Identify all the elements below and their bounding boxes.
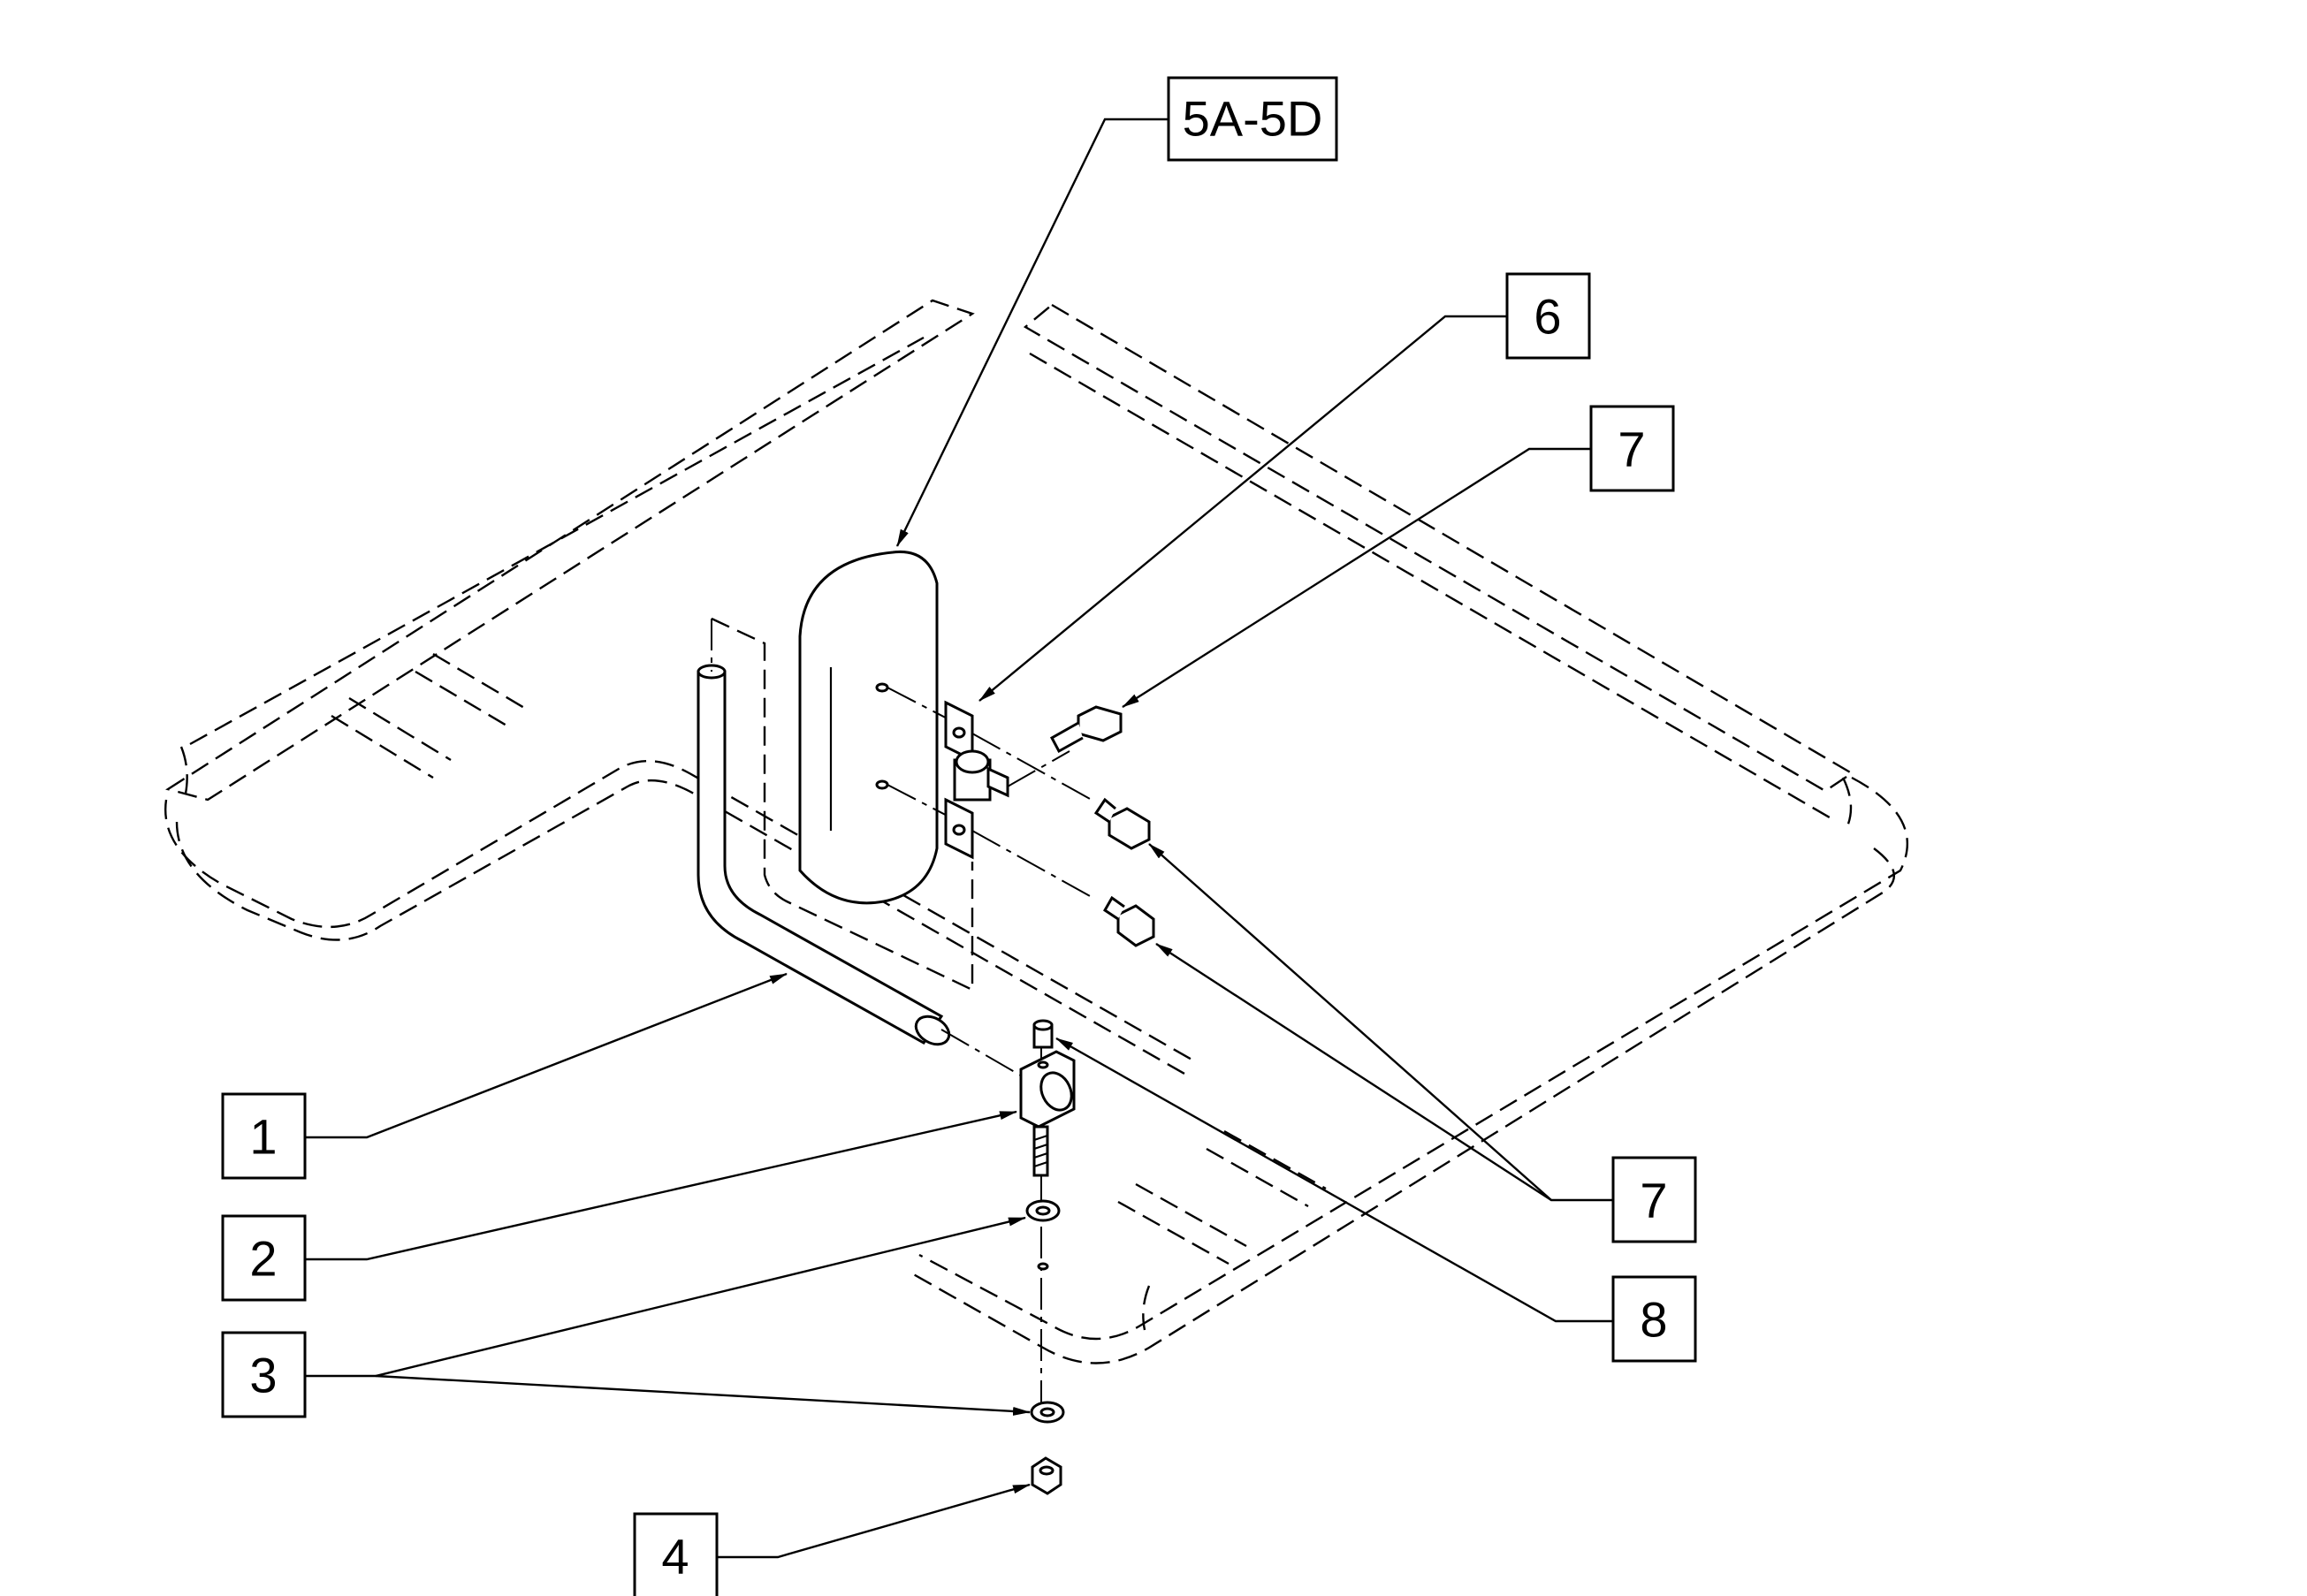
- callout-3: 3: [221, 1331, 307, 1418]
- washer-part-lower: [1030, 1401, 1065, 1424]
- set-screw-part: [1032, 1019, 1054, 1049]
- callout-7-lower: 7: [1611, 1156, 1697, 1243]
- callout-4: 4: [633, 1512, 719, 1596]
- callout-5a-5d: 5A-5D: [1167, 76, 1338, 162]
- callout-6-label: 6: [1534, 289, 1561, 345]
- callout-7-upper: 7: [1589, 405, 1675, 492]
- washer-part-upper: [1025, 1199, 1061, 1271]
- callout-7-upper-label: 7: [1618, 422, 1645, 477]
- callout-1-label: 1: [249, 1109, 277, 1165]
- callout-1: 1: [221, 1092, 307, 1180]
- callout-2-label: 2: [249, 1231, 277, 1287]
- clamp-block-part: [1019, 1043, 1076, 1405]
- leader-lines: [305, 118, 1613, 1559]
- callout-8: 8: [1611, 1275, 1697, 1363]
- pad-part: [798, 550, 960, 905]
- callout-6: 6: [1505, 272, 1591, 360]
- nut-part: [1031, 1456, 1062, 1495]
- callout-7-lower-label: 7: [1640, 1173, 1667, 1228]
- bolt-part-upper: [1049, 705, 1123, 754]
- bolt-part-lower: [1103, 895, 1155, 947]
- callout-3-label: 3: [249, 1348, 277, 1403]
- callout-2: 2: [221, 1214, 307, 1302]
- callout-5a-5d-label: 5A-5D: [1183, 91, 1323, 147]
- phantom-mount-bracket: [711, 617, 974, 992]
- callout-8-label: 8: [1640, 1292, 1667, 1348]
- bent-tube-part: [697, 619, 1026, 1079]
- bracket-part: [944, 700, 1093, 898]
- phantom-seat-frame: [164, 299, 1908, 1364]
- callout-4-label: 4: [661, 1529, 689, 1585]
- bolt-part-middle: [1093, 797, 1151, 850]
